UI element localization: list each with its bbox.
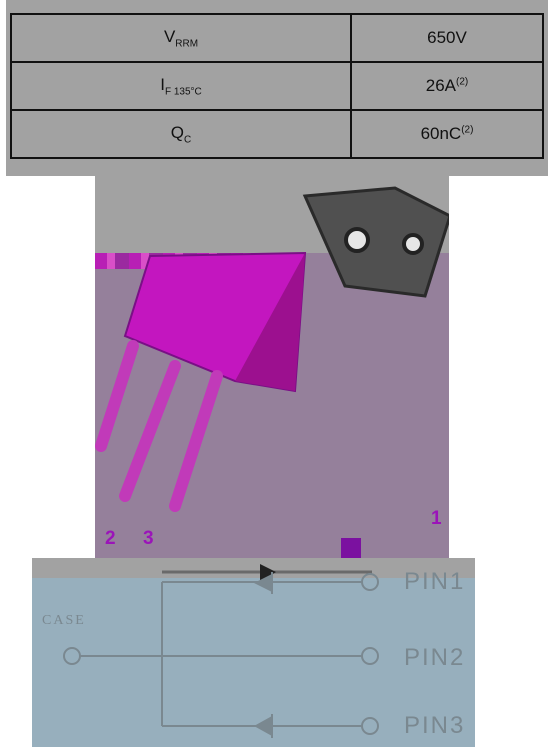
pin2-label: PIN2 xyxy=(404,644,466,671)
diode-symbol-top xyxy=(260,564,276,582)
mounting-hole xyxy=(344,227,370,253)
param-cell: IF 135°C xyxy=(10,61,352,111)
table-row: IF 135°C 26A(2) xyxy=(10,61,544,111)
param-cell: QC xyxy=(10,109,352,159)
spec-table: VRRM 650V IF 135°C 26A(2) QC 60nC(2) xyxy=(10,13,544,159)
pin-number-2: 2 xyxy=(105,528,116,549)
diode-symbol-3 xyxy=(254,716,272,736)
pin-number-3: 3 xyxy=(143,528,154,549)
pin3-terminal xyxy=(361,717,379,735)
pin3-label: PIN3 xyxy=(404,712,466,739)
diode-symbol-1 xyxy=(254,574,272,592)
param-cell: VRRM xyxy=(10,13,352,63)
table-row: QC 60nC(2) xyxy=(10,109,544,159)
value-cell: 60nC(2) xyxy=(350,109,544,159)
lead-2 xyxy=(119,360,181,502)
to247-package-illustration xyxy=(95,186,449,558)
case-terminal xyxy=(63,647,81,665)
schematic-diagram xyxy=(63,564,379,738)
package-tab xyxy=(302,186,449,298)
case-label: CASE xyxy=(42,613,86,628)
package-side xyxy=(235,253,305,391)
pin1-terminal xyxy=(361,573,379,591)
lead-3 xyxy=(169,370,223,512)
image-artifact-square xyxy=(341,538,361,558)
value-cell: 650V xyxy=(350,13,544,63)
lead-1 xyxy=(95,340,139,452)
table-row: VRRM 650V xyxy=(10,13,544,63)
pin1-label: PIN1 xyxy=(404,568,466,595)
mounting-hole-2 xyxy=(402,233,424,255)
package-photo: 2 3 1 xyxy=(95,176,449,558)
value-cell: 26A(2) xyxy=(350,61,544,111)
spec-panel: VRRM 650V IF 135°C 26A(2) QC 60nC(2) xyxy=(6,0,548,176)
pin-number-1: 1 xyxy=(431,508,442,529)
pin2-terminal xyxy=(361,647,379,665)
pin-schematic: CASE PIN1 PIN2 PIN3 xyxy=(32,558,475,747)
